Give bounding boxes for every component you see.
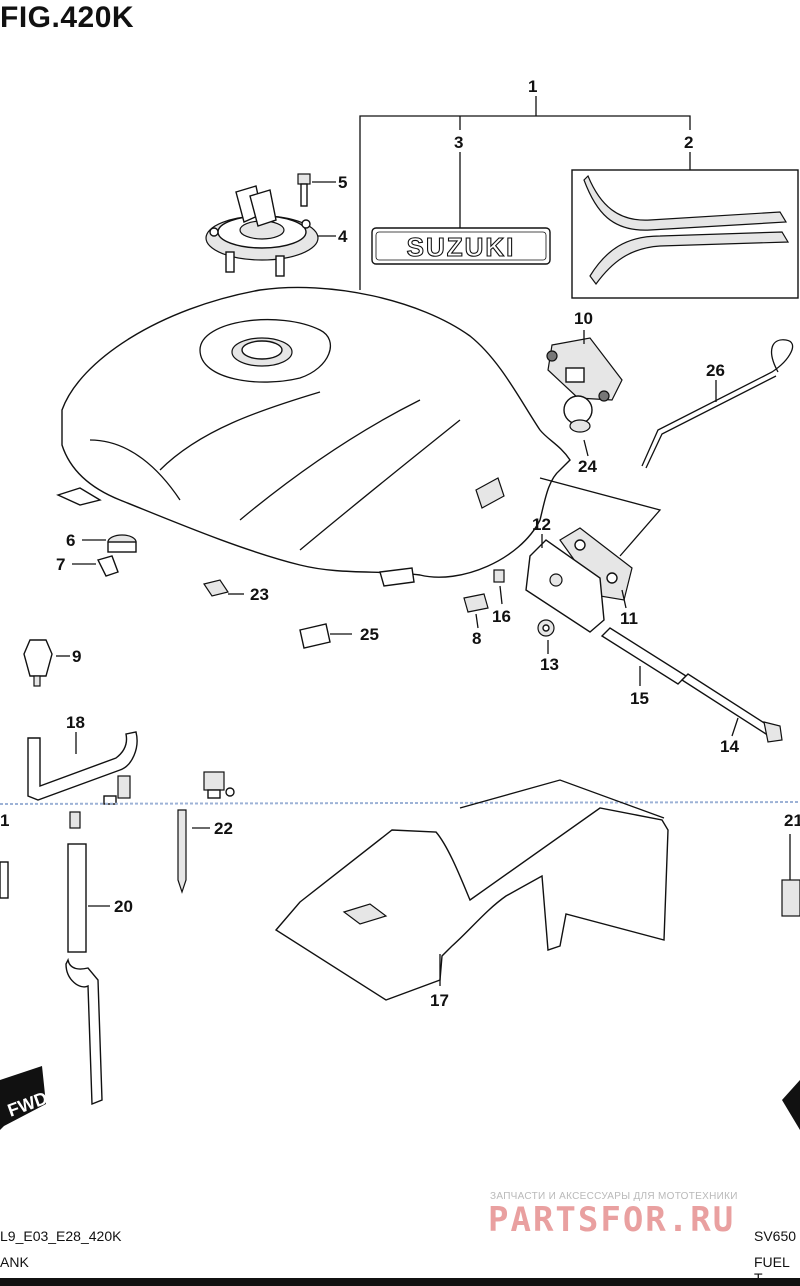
figure-title: FIG.420K [0, 1, 135, 34]
part-1-bracket [359, 96, 691, 290]
valve-fitting [203, 771, 235, 799]
fuel-tank-body [56, 286, 571, 587]
part-23-pad [203, 579, 244, 597]
callout-16: 16 [492, 607, 511, 626]
callout-17: 17 [430, 991, 449, 1010]
emblem-text: SUZUKI [407, 232, 516, 262]
part-17-cover [274, 779, 669, 1001]
hose-clamp [103, 775, 131, 805]
part-15-collar [600, 627, 688, 686]
watermark-tagline: ЗАПЧАСТИ И АКСЕССУАРЫ ДЛЯ МОТОТЕХНИКИ [490, 1191, 738, 1202]
part-13-nut [537, 619, 555, 654]
footer-code: L9_E03_E28_420K [0, 1228, 122, 1244]
callout-5: 5 [338, 173, 347, 192]
part-8-grommet [463, 593, 489, 629]
part-10-bracket [546, 330, 623, 402]
callout-8: 8 [472, 629, 481, 648]
callout-24: 24 [578, 457, 597, 476]
part-7-drain-cap [72, 555, 119, 577]
part-25-cushion [299, 623, 352, 649]
part-16-clip [493, 569, 505, 605]
callout-11: 11 [620, 609, 638, 628]
callout-13: 13 [540, 655, 559, 674]
callout-4: 4 [338, 227, 348, 246]
callout-10: 10 [574, 309, 593, 328]
footer-name: ANK [0, 1254, 29, 1270]
part-3-emblem: SUZUKI [371, 152, 551, 265]
part-14-bolt [680, 673, 783, 743]
callout-20: 20 [114, 897, 133, 916]
part-6-joint [82, 534, 137, 553]
part-24-damper [563, 395, 593, 457]
part-5-screw [297, 173, 336, 207]
callout-3: 3 [454, 133, 463, 152]
callout-18: 18 [66, 713, 85, 732]
callout-7: 7 [56, 555, 65, 574]
callout-9: 9 [72, 647, 81, 666]
callout-21: 21 [784, 811, 800, 830]
callout-14: 14 [720, 737, 739, 756]
callout-2: 2 [684, 133, 693, 152]
callout-12: 12 [532, 515, 551, 534]
part-2-stripe-decals [571, 152, 799, 299]
part-9-damper [23, 639, 70, 687]
fwd-direction-badge: FWD [0, 1066, 800, 1130]
callout-left-edge: 1 [0, 811, 9, 830]
watermark-logo: PARTSFOR.RU [488, 1200, 736, 1240]
bottom-rule [0, 1278, 800, 1286]
part-4-fuel-cap [205, 185, 336, 277]
footer-model: SV650 [754, 1228, 797, 1244]
callout-26: 26 [706, 361, 725, 380]
callout-15: 15 [630, 689, 649, 708]
callout-22: 22 [214, 819, 233, 838]
callout-25: 25 [360, 625, 379, 644]
scan-seam [0, 801, 800, 805]
part-21-fitting [0, 834, 800, 917]
callout-6: 6 [66, 531, 75, 550]
callout-23: 23 [250, 585, 269, 604]
callout-1: 1 [528, 77, 537, 96]
part-20-hose [65, 811, 110, 1106]
part-18-hose [27, 731, 138, 801]
callout-labels: 1 2 3 4 5 6 7 8 9 10 11 12 13 14 15 16 1… [0, 77, 800, 1010]
part-26-prop-rod [641, 339, 794, 469]
part-12-hinge-bracket [525, 534, 605, 633]
part-22-tie-band [177, 809, 210, 894]
